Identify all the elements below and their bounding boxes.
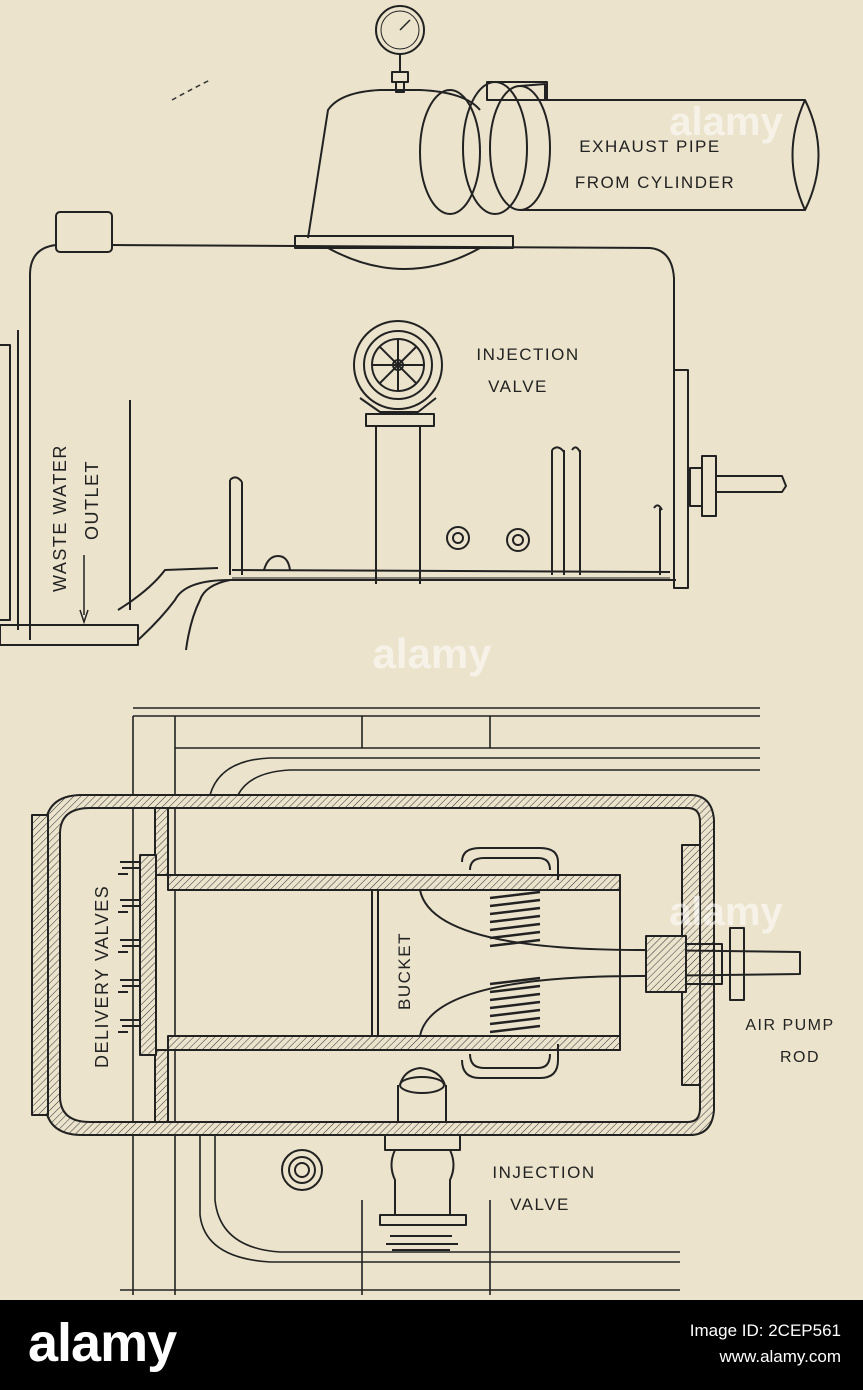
site-url[interactable]: www.alamy.com xyxy=(719,1347,841,1366)
pump-bucket xyxy=(371,847,801,1079)
watermark-center: alamy xyxy=(372,630,492,677)
injection-valve-top xyxy=(353,320,443,584)
label-injection-bottom: INJECTION xyxy=(492,1163,595,1182)
baffle-plates xyxy=(229,446,663,575)
image-id: Image ID: 2CEP561 xyxy=(689,1321,841,1340)
condenser-body xyxy=(0,211,689,651)
label-bucket: BUCKET xyxy=(395,932,414,1010)
delivery-valves xyxy=(118,861,140,1033)
label-rod: ROD xyxy=(780,1049,820,1066)
footer-bar: alamy Image ID: 2CEP561 www.alamy.com xyxy=(0,1300,863,1390)
label-injection-top: INJECTION xyxy=(476,345,579,364)
air-pump-casing xyxy=(31,794,715,1136)
condenser-diagram: EXHAUST PIPE FROM CYLINDER INJECTION VAL… xyxy=(0,5,834,1295)
side-rod-top xyxy=(689,455,787,517)
label-valve-top: VALVE xyxy=(488,377,548,396)
label-exhaust-pipe: EXHAUST PIPE xyxy=(579,137,720,156)
image-info: Image ID: 2CEP561 www.alamy.com xyxy=(690,1318,841,1370)
watermark-right: alamy xyxy=(669,890,783,934)
label-waste-water: WASTE WATER xyxy=(50,444,70,592)
pencil-mark xyxy=(171,79,211,101)
ports xyxy=(263,526,530,571)
engraving-plate xyxy=(0,0,863,1300)
bucket-springs xyxy=(489,890,541,1034)
watermark-top: alamy xyxy=(669,100,783,144)
delivery-valve-chamber xyxy=(139,807,621,1123)
sight-glass xyxy=(281,1149,323,1191)
label-delivery-valves: DELIVERY VALVES xyxy=(92,885,112,1068)
label-from-cylinder: FROM CYLINDER xyxy=(575,173,735,192)
exhaust-pipe xyxy=(419,81,820,215)
alamy-logo[interactable]: alamy xyxy=(28,1313,177,1373)
injection-valve-bottom xyxy=(379,1067,467,1251)
label-air-pump: AIR PUMP xyxy=(745,1017,834,1034)
label-outlet: OUTLET xyxy=(82,460,102,540)
rod-gland xyxy=(645,927,745,1001)
label-valve-bottom: VALVE xyxy=(510,1195,570,1214)
condenser-dome xyxy=(294,89,514,270)
pressure-gauge xyxy=(375,5,425,93)
pump-frame-lines xyxy=(120,707,760,1295)
